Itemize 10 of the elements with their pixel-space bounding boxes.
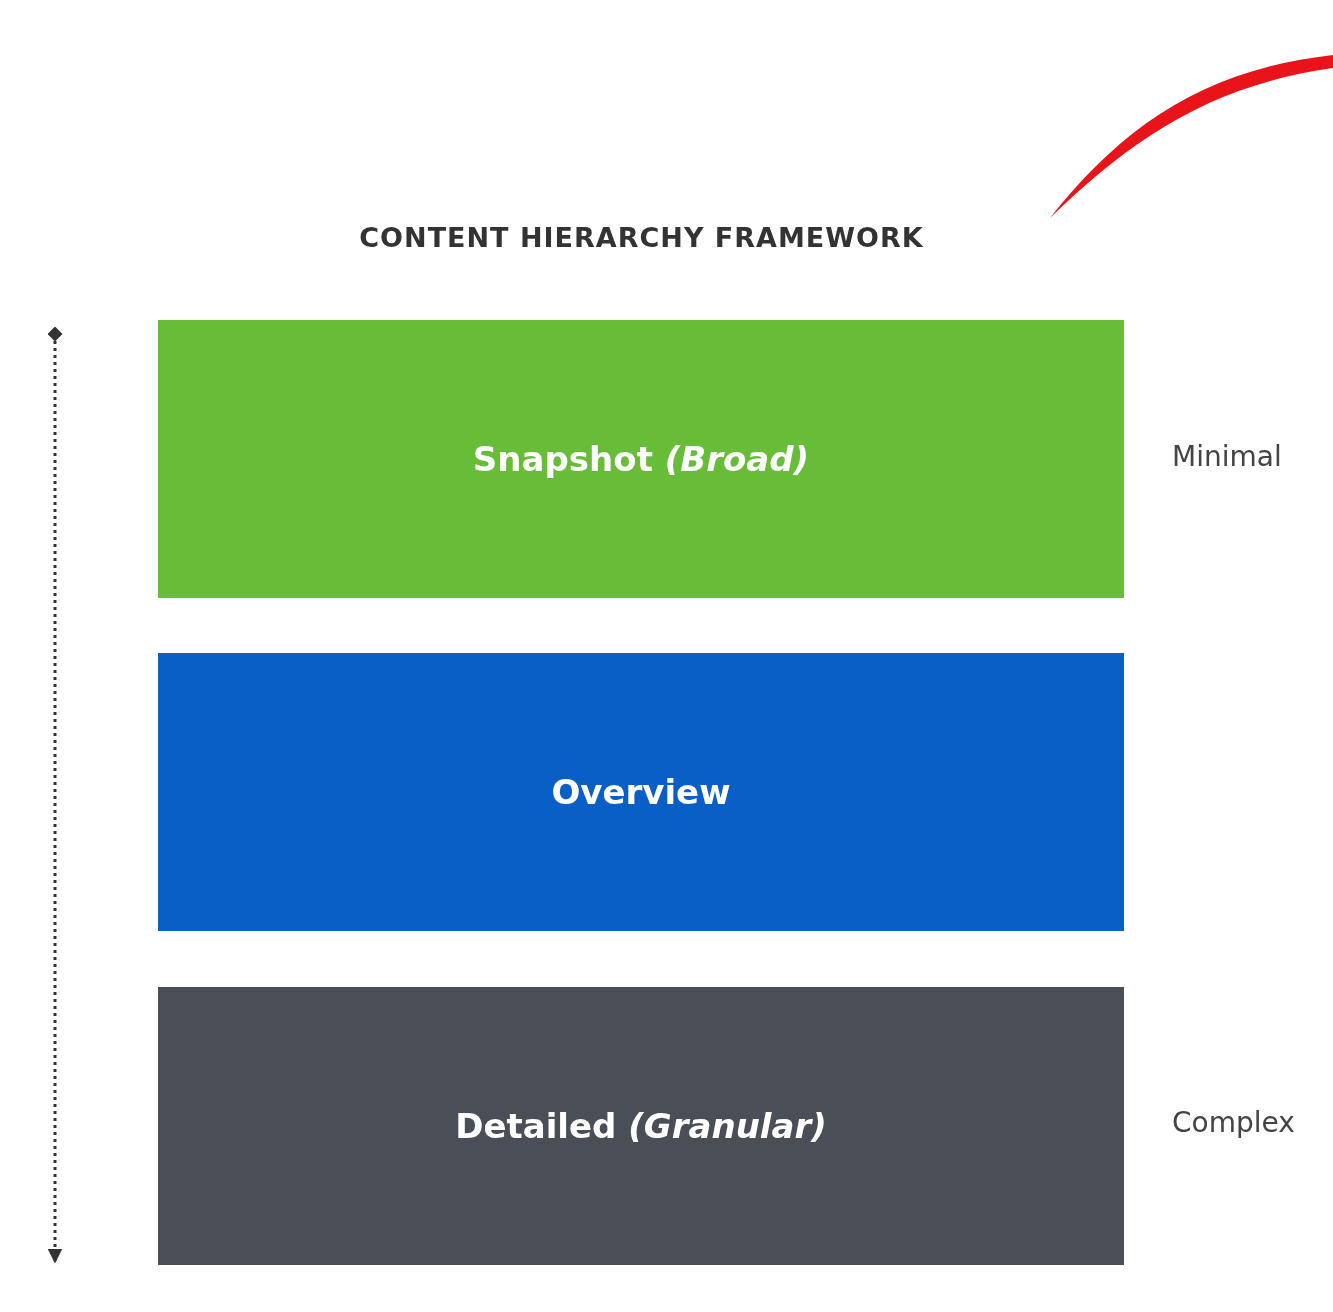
scale-label: Minimal: [1172, 440, 1282, 473]
level-band: [158, 320, 1124, 598]
level-band: [158, 987, 1124, 1265]
scale-label: Complex: [1172, 1106, 1295, 1139]
brush-stroke: [1050, 55, 1333, 218]
level-name: Detailed (Granular): [455, 1106, 827, 1146]
level-band: [158, 653, 1124, 931]
level-name: Overview: [551, 772, 731, 812]
level-name: Snapshot (Broad): [472, 439, 810, 479]
diagram-title: CONTENT HIERARCHY FRAMEWORK: [358, 222, 925, 253]
